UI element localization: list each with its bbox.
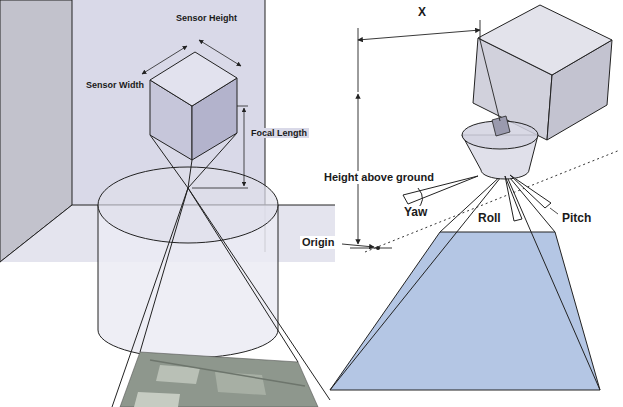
pitch-wedge xyxy=(510,175,551,208)
wall-floor-edge xyxy=(0,205,72,262)
dimension-line xyxy=(142,46,187,74)
ground-image-detail xyxy=(134,392,180,407)
light-rays xyxy=(112,133,330,407)
label-text: X xyxy=(416,6,428,20)
sensor-top xyxy=(150,52,237,106)
dimension-line xyxy=(358,30,480,40)
extension-line xyxy=(192,188,248,189)
ground-image xyxy=(120,352,318,407)
label-text: Origin xyxy=(300,236,336,249)
mount xyxy=(492,116,510,136)
frustum-edge xyxy=(330,172,505,390)
camera-top xyxy=(478,5,612,75)
dimension-line xyxy=(244,108,245,186)
leader-line xyxy=(342,244,374,247)
label-text: Sensor Height xyxy=(174,13,239,23)
ground-image-detail xyxy=(150,360,305,386)
ray xyxy=(188,188,330,400)
origin-point xyxy=(376,246,380,250)
extension-line xyxy=(350,248,392,249)
dimension-line xyxy=(199,40,241,66)
dimension-line xyxy=(358,94,359,244)
label-text: Focal Length xyxy=(249,128,309,138)
ray xyxy=(150,135,188,188)
extension-line xyxy=(358,28,359,92)
ray xyxy=(140,188,188,352)
ray xyxy=(112,188,188,407)
view-frustum xyxy=(330,172,600,390)
label-text: Roll xyxy=(476,212,503,226)
leader-line xyxy=(550,208,558,214)
extension-line xyxy=(480,20,481,40)
extension-line xyxy=(480,40,500,121)
label-text: Pitch xyxy=(560,212,593,226)
label-text: Height above ground xyxy=(322,171,436,184)
sensor-dimensions xyxy=(142,40,248,188)
frustum-edge xyxy=(505,172,600,390)
label-text: Sensor Width xyxy=(84,80,146,90)
ground-footprint xyxy=(330,232,600,390)
frustum-edge xyxy=(505,172,555,232)
frustum-edge xyxy=(440,172,505,232)
label-text: Yaw xyxy=(402,206,429,220)
ray xyxy=(188,133,237,188)
ray xyxy=(188,188,298,362)
extension-line xyxy=(237,106,248,107)
cylinder-top xyxy=(98,167,278,243)
